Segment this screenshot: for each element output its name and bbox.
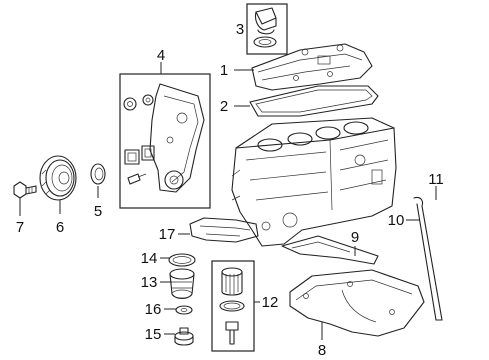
callout-16: 16 [145,301,162,318]
timing-cover [123,83,205,193]
callout-9: 9 [351,229,359,246]
callout-12: 12 [262,294,279,311]
drain-washer [175,305,193,315]
oil-dipstick [413,196,443,321]
oil-filter-element [219,267,245,345]
callout-14: 14 [141,250,158,267]
oil-filter-housing [169,268,195,300]
callout-4: 4 [157,47,165,64]
engine-block [231,117,397,247]
callout-labels: 1 2 3 4 5 6 7 8 9 10 11 12 13 14 15 16 1… [16,21,444,359]
callout-box-12 [211,260,255,352]
callout-3: 3 [236,21,244,38]
valve-cover [251,43,373,91]
callout-13: 13 [141,274,158,291]
callout-15: 15 [145,326,162,343]
crankshaft-pulley [39,155,77,201]
leader-lines [19,62,437,340]
callout-11: 11 [428,171,444,188]
callout-17: 17 [159,226,176,243]
filter-o-ring [168,253,196,267]
callout-box-3 [246,3,288,55]
drain-plug [174,327,194,346]
pulley-bolt [13,181,37,199]
callout-2: 2 [220,98,228,115]
oil-baffle [189,217,259,243]
oil-pan-bracket [281,235,379,265]
callout-5: 5 [94,203,102,220]
callout-10: 10 [388,212,405,229]
oil-filler-cap [253,7,277,48]
oil-pan [289,269,425,337]
crankshaft-seal [90,163,106,185]
valve-cover-gasket [249,85,379,117]
callout-1: 1 [220,62,228,79]
callout-7: 7 [16,219,24,236]
callout-6: 6 [56,219,64,236]
callout-8: 8 [318,342,326,359]
callout-box-4 [119,73,211,209]
